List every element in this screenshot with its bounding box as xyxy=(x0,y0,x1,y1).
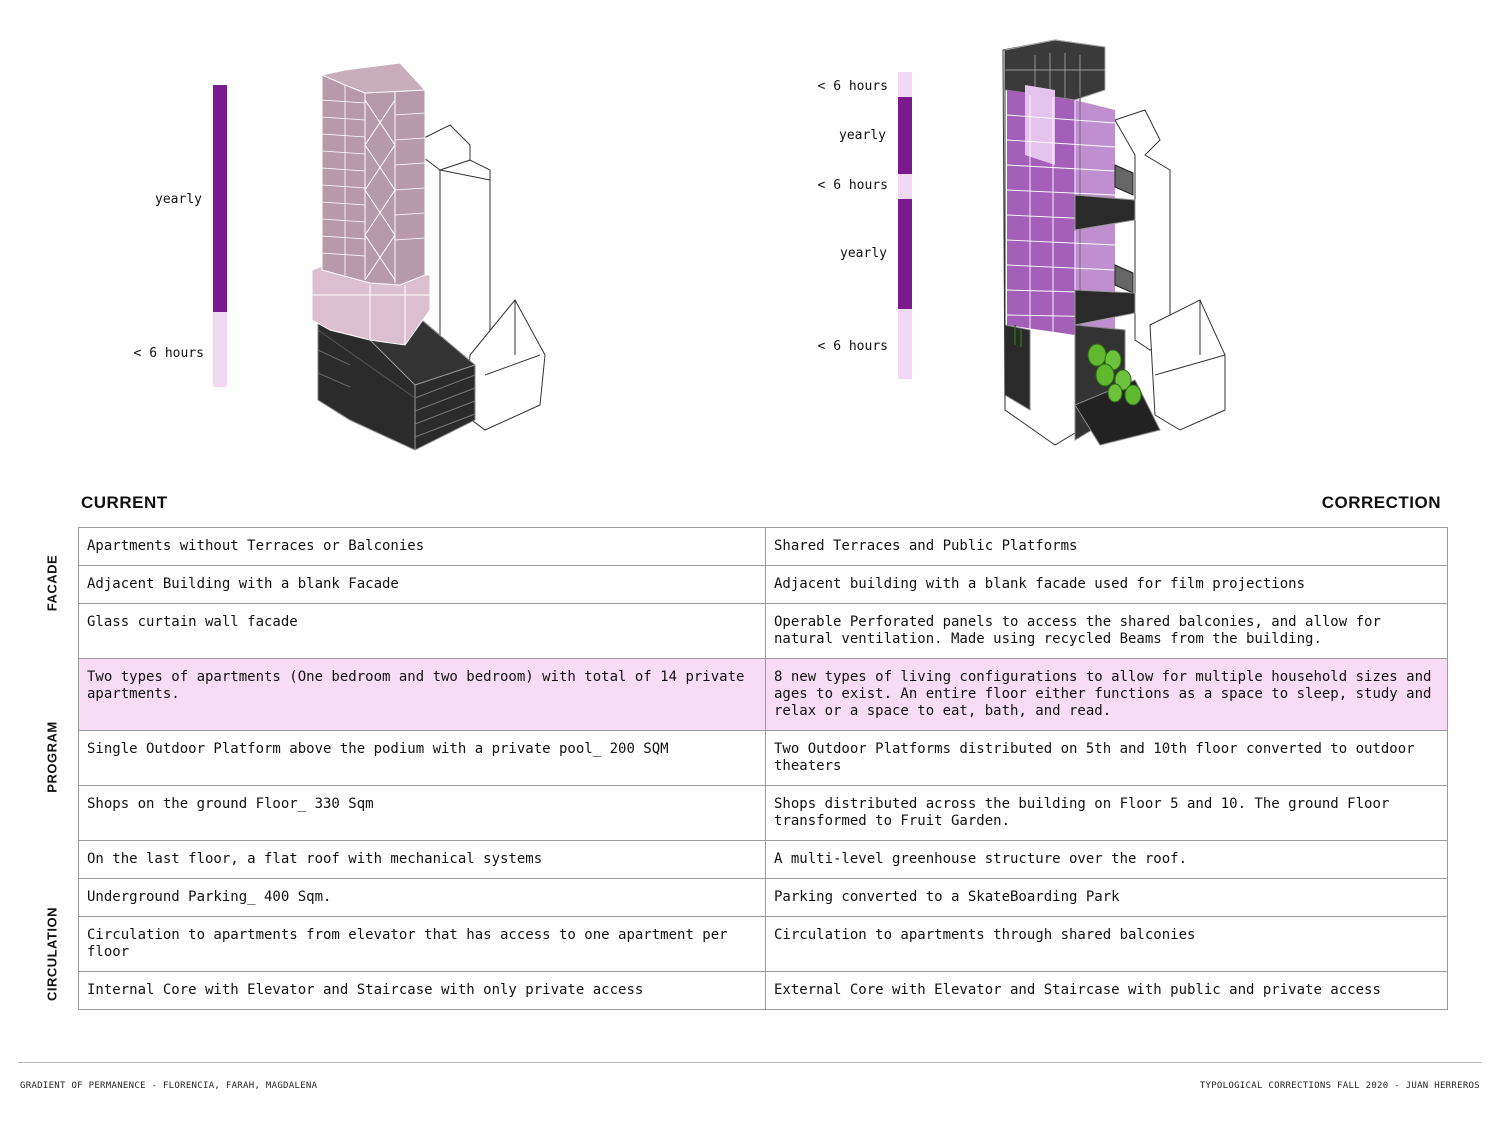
comparison-table: Apartments without Terraces or Balconies… xyxy=(78,527,1448,1010)
table-row: Shops on the ground Floor_ 330 Sqm Shops… xyxy=(78,785,1448,841)
correction-heading: CORRECTION xyxy=(1321,493,1441,512)
sun-bar-yearly xyxy=(213,85,227,312)
sun-bar-short xyxy=(213,312,227,387)
current-cell: Circulation to apartments from elevator … xyxy=(78,916,766,972)
correction-cell: External Core with Elevator and Staircas… xyxy=(765,971,1448,1010)
current-cell: Single Outdoor Platform above the podium… xyxy=(78,730,766,786)
skate-park xyxy=(1004,324,1031,411)
category-label-program: PROGRAM xyxy=(44,721,60,793)
scale-label-short: < 6 hours xyxy=(817,79,888,94)
table-row: Glass curtain wall facade Operable Perfo… xyxy=(78,603,1448,659)
table-row: Circulation to apartments from elevator … xyxy=(78,916,1448,972)
scale-label-short: < 6 hours xyxy=(133,346,204,361)
sun-bar-short xyxy=(898,174,912,199)
correction-cell: Shared Terraces and Public Platforms xyxy=(765,527,1448,566)
sun-bar-short xyxy=(898,72,912,97)
table-row: Single Outdoor Platform above the podium… xyxy=(78,730,1448,786)
current-cell: Underground Parking_ 400 Sqm. xyxy=(78,878,766,917)
scale-label-short: < 6 hours xyxy=(817,339,888,354)
table-row: Underground Parking_ 400 Sqm. Parking co… xyxy=(78,878,1448,917)
sun-bar-yearly xyxy=(898,199,912,309)
footer-divider xyxy=(18,1062,1482,1063)
current-cell: Adjacent Building with a blank Facade xyxy=(78,565,766,604)
purple-facade xyxy=(1007,90,1075,335)
table-row-highlighted: Two types of apartments (One bedroom and… xyxy=(78,658,1448,731)
current-cell: Internal Core with Elevator and Staircas… xyxy=(78,971,766,1010)
tower-shaft xyxy=(321,62,426,286)
scale-label-short: < 6 hours xyxy=(817,178,888,193)
correction-cell: Parking converted to a SkateBoarding Par… xyxy=(765,878,1448,917)
footer-course-credit: TYPOLOGICAL CORRECTIONS FALL 2020 - JUAN… xyxy=(1199,1081,1480,1091)
low-adjacent-building xyxy=(1149,299,1226,431)
outdoor-platform xyxy=(1074,194,1136,231)
projection-screen xyxy=(1114,264,1134,294)
current-cell: Shops on the ground Floor_ 330 Sqm xyxy=(78,785,766,841)
current-cell: On the last floor, a flat roof with mech… xyxy=(78,840,766,879)
category-label-circulation: CIRCULATION xyxy=(44,906,60,1002)
correction-cell: Adjacent building with a blank facade us… xyxy=(765,565,1448,604)
correction-cell: Shops distributed across the building on… xyxy=(765,785,1448,841)
category-label-facade: FACADE xyxy=(44,554,60,612)
table-row: Apartments without Terraces or Balconies… xyxy=(78,527,1448,566)
projection-screen xyxy=(1114,164,1134,196)
current-heading: CURRENT xyxy=(81,493,168,512)
current-cell: Apartments without Terraces or Balconies xyxy=(78,527,766,566)
current-cell: Two types of apartments (One bedroom and… xyxy=(78,658,766,731)
correction-cell: Operable Perforated panels to access the… xyxy=(765,603,1448,659)
sun-bar-short xyxy=(898,309,912,379)
footer-project-credit: GRADIENT OF PERMANENCE - FLORENCIA, FARA… xyxy=(20,1081,318,1091)
table-row: Adjacent Building with a blank Facade Ad… xyxy=(78,565,1448,604)
current-cell: Glass curtain wall facade xyxy=(78,603,766,659)
scale-label-yearly: yearly xyxy=(840,246,887,261)
scale-label-yearly: yearly xyxy=(155,192,202,207)
correction-cell: Circulation to apartments through shared… xyxy=(765,916,1448,972)
correction-cell: 8 new types of living configurations to … xyxy=(765,658,1448,731)
current-building-axonometric xyxy=(311,62,546,451)
outdoor-platform xyxy=(1074,289,1136,326)
sun-bar-yearly xyxy=(898,97,912,174)
corrected-building-axonometric xyxy=(1002,39,1226,446)
correction-cell: A multi-level greenhouse structure over … xyxy=(765,840,1448,879)
correction-cell: Two Outdoor Platforms distributed on 5th… xyxy=(765,730,1448,786)
scale-label-yearly: yearly xyxy=(839,128,886,143)
table-row: Internal Core with Elevator and Staircas… xyxy=(78,971,1448,1010)
adjacent-building xyxy=(1114,109,1171,351)
fruit-garden xyxy=(1087,343,1142,406)
table-row: On the last floor, a flat roof with mech… xyxy=(78,840,1448,879)
